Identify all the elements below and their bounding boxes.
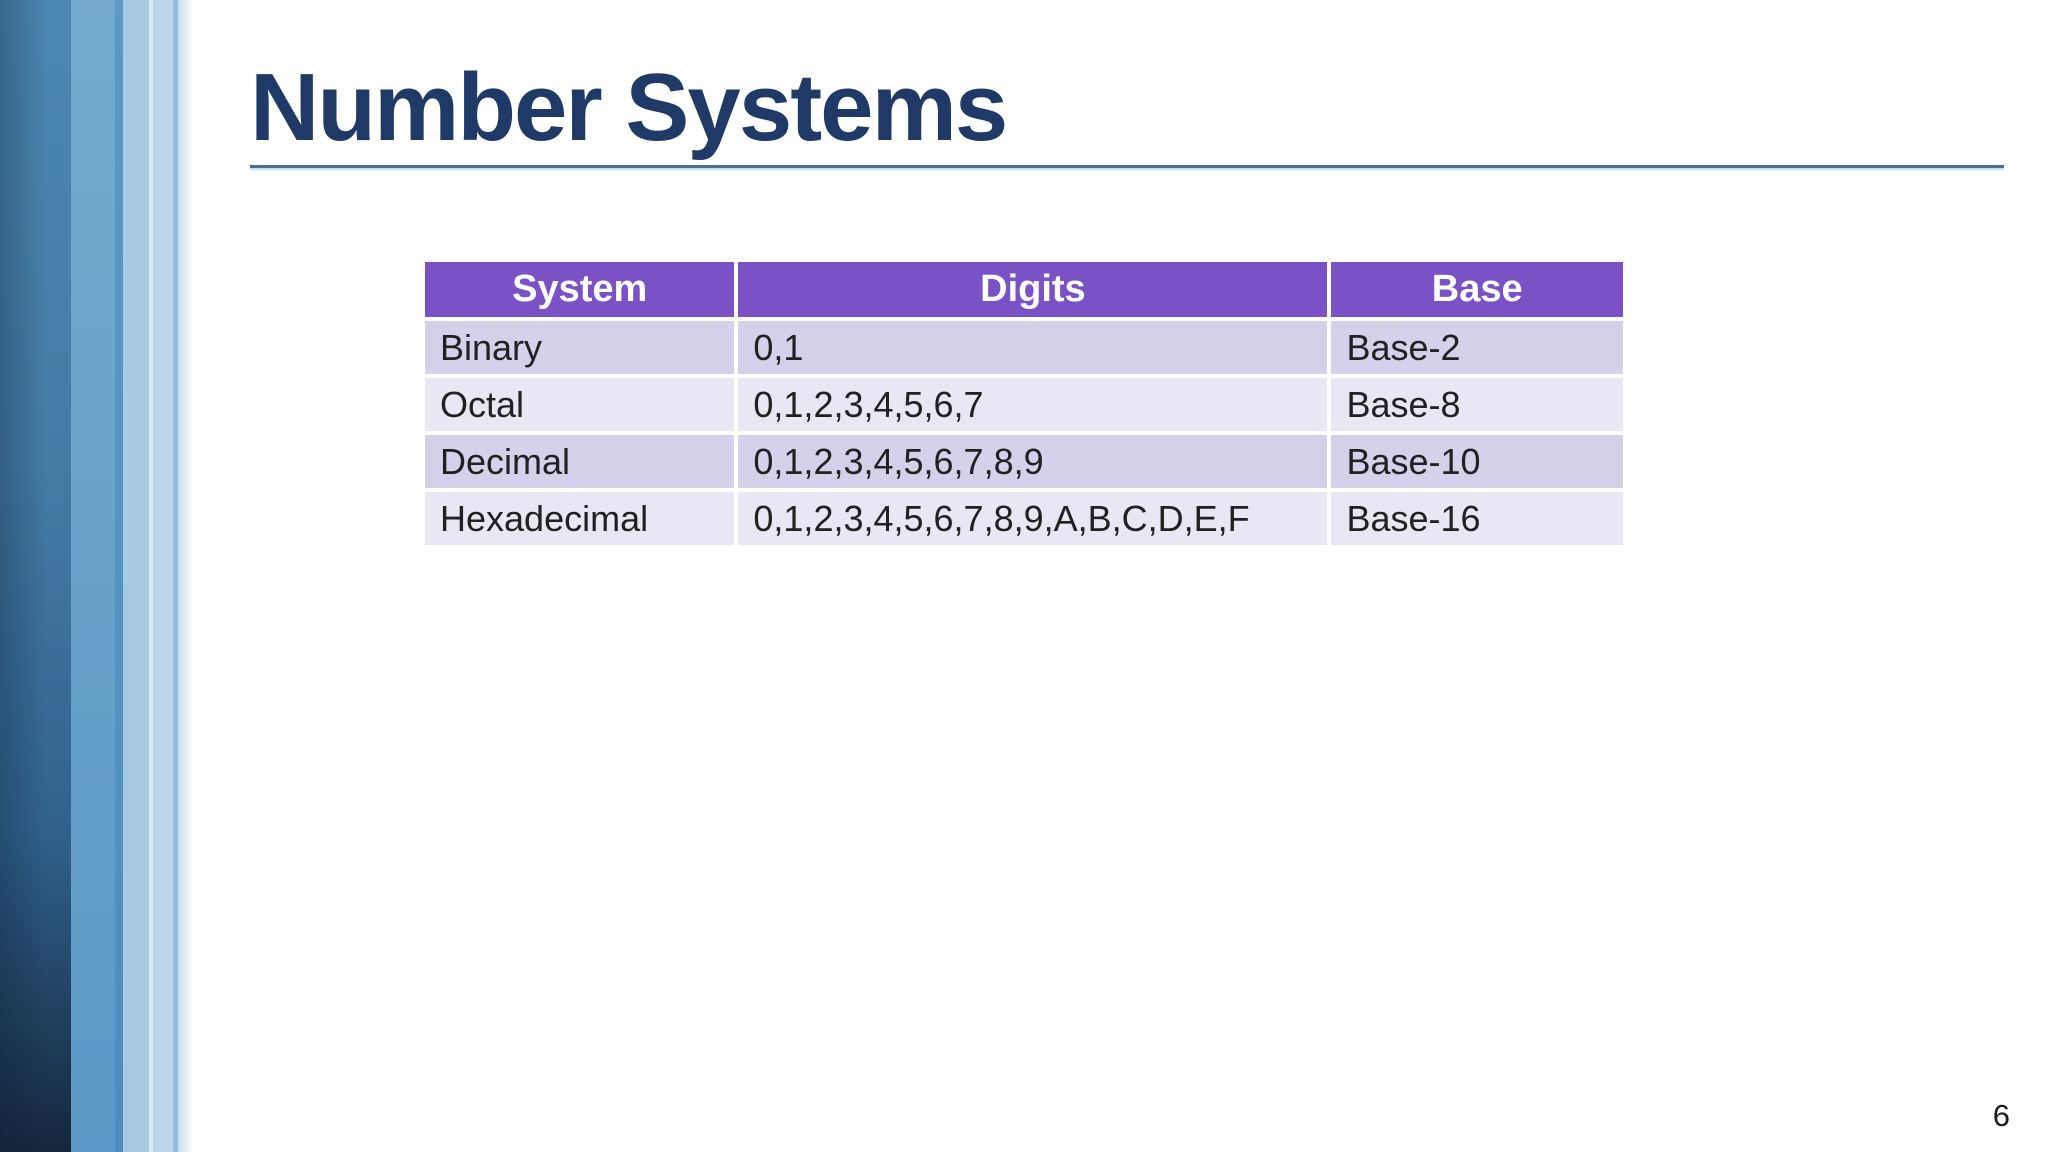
table-cell: Binary [425,321,735,374]
sidebar-stripe [115,0,123,1152]
table-cell: Hexadecimal [425,492,735,545]
table-cell: Base-8 [1331,378,1623,431]
sidebar-stripe [123,0,149,1152]
sidebar-stripe [149,0,153,1152]
table-cell: 0,1,2,3,4,5,6,7 [738,378,1328,431]
title-divider [250,165,2004,170]
sidebar-stripe [153,0,173,1152]
table-cell: 0,1,2,3,4,5,6,7,8,9 [738,435,1328,488]
table-cell: 0,1,2,3,4,5,6,7,8,9,A,B,C,D,E,F [738,492,1328,545]
column-header-base: Base [1331,262,1623,317]
column-header-digits: Digits [738,262,1328,317]
table-cell: 0,1 [738,321,1328,374]
table-cell: Base-10 [1331,435,1623,488]
page-title: Number Systems [250,54,1008,161]
sidebar-stripe [0,0,71,1152]
column-header-system: System [425,262,735,317]
sidebar-stripe [178,0,194,1152]
table-cell: Decimal [425,435,735,488]
sidebar-stripe [173,0,178,1152]
table-cell: Base-16 [1331,492,1623,545]
sidebar-stripe [71,0,115,1152]
table-cell: Base-2 [1331,321,1623,374]
page-number: 6 [1992,1098,2010,1133]
table-cell: Octal [425,378,735,431]
left-stripe-band [0,0,200,1152]
title-divider-light-line [250,168,2004,170]
title-divider-dark-line [250,165,2004,168]
